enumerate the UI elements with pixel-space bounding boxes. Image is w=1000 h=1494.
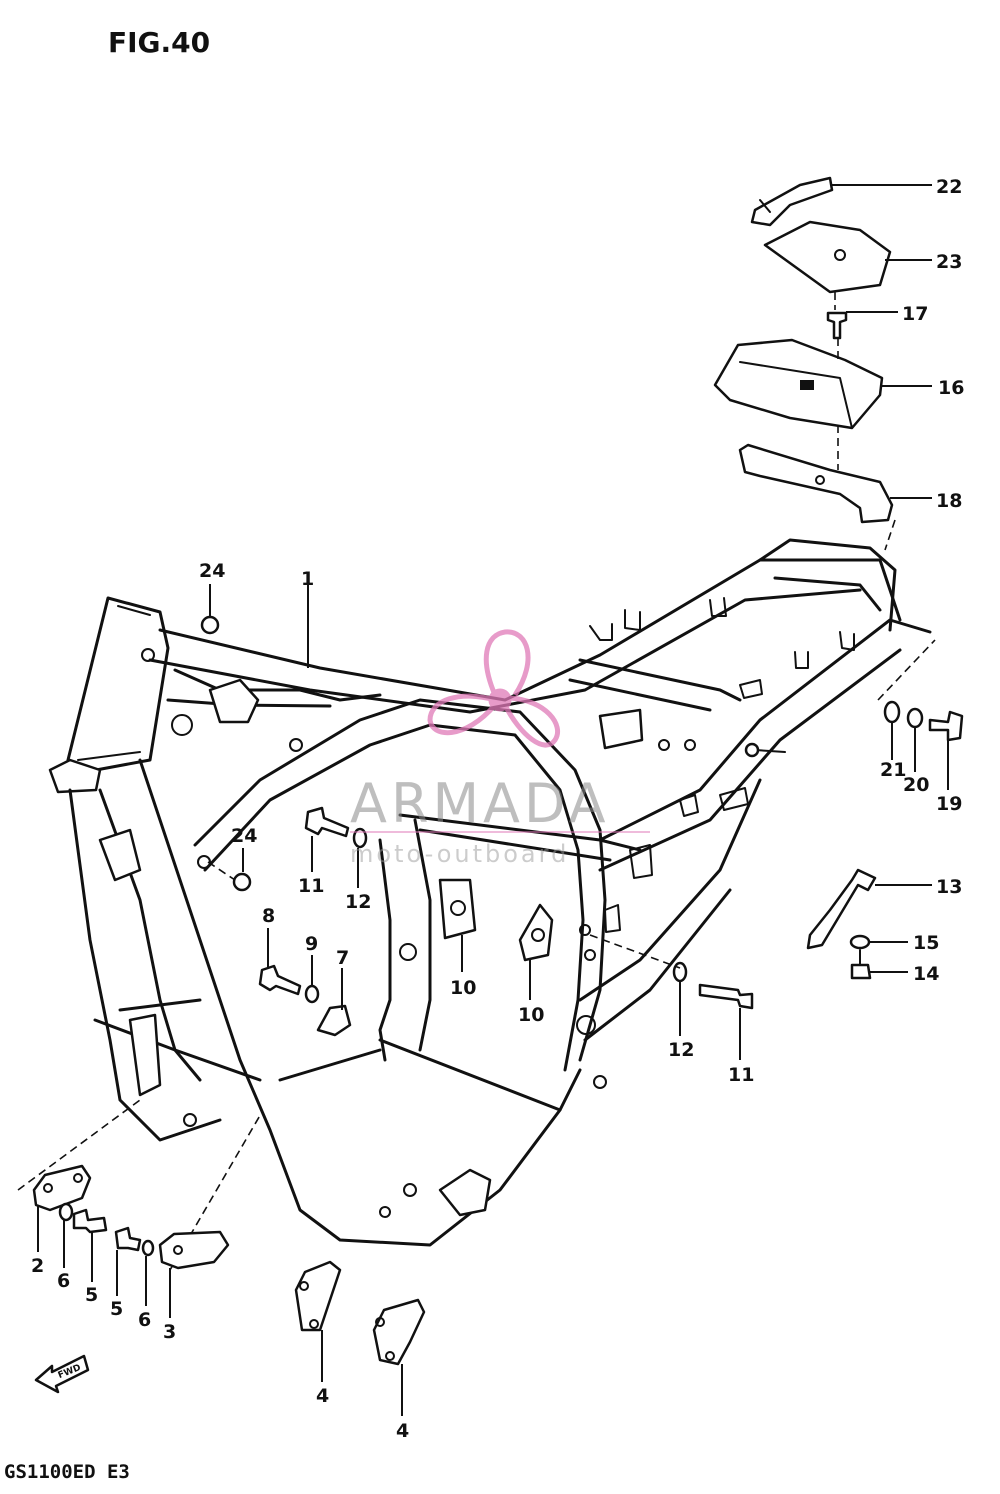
part-9-washer: [304, 984, 320, 1004]
callout-9: 9: [305, 933, 318, 955]
watermark: ARMADA moto-outboard: [350, 629, 650, 868]
part-4-plate-b: [372, 1298, 426, 1366]
right-side-parts: [589, 639, 964, 1010]
callout-13: 13: [936, 876, 962, 898]
watermark-sub: moto-outboard: [350, 840, 569, 868]
part-22-strap: [750, 176, 834, 227]
main-frame: [48, 538, 932, 1247]
part-19-bolt: [928, 710, 964, 742]
part-5-bolt-a: [72, 1208, 108, 1234]
leader-lines: [37, 184, 949, 1416]
callout-10-right: 10: [518, 1004, 544, 1026]
callout-5-a: 5: [85, 1284, 98, 1306]
part-15-washer: [849, 934, 871, 950]
part-20-nut: [906, 707, 924, 729]
forward-arrow-icon: FWD: [34, 1354, 90, 1394]
part-13-bracket: [806, 868, 877, 950]
callout-11-left: 11: [298, 875, 324, 897]
callout-24-mid: 24: [231, 825, 257, 847]
battery-holder-parts: [713, 176, 896, 551]
part-14-bolt: [850, 963, 872, 980]
center-parts: [200, 615, 368, 1004]
model-code: GS1100ED E3: [4, 1461, 130, 1483]
part-16-tray: [713, 338, 884, 430]
callout-2: 2: [31, 1255, 44, 1277]
callout-4-a: 4: [316, 1385, 329, 1407]
callout-6-a: 6: [57, 1270, 70, 1292]
callout-22: 22: [936, 176, 962, 198]
callout-18: 18: [936, 490, 962, 512]
callout-labels: 22 23 17 16 18 1 24 24 11 12 8 9 7 10 10…: [31, 176, 964, 1442]
callout-21: 21: [880, 759, 906, 781]
callout-16: 16: [938, 377, 964, 399]
part-8-bolt: [258, 964, 302, 996]
callout-14: 14: [913, 963, 939, 985]
callout-19: 19: [936, 793, 962, 815]
part-11-bolt-left: [304, 806, 350, 838]
callout-10-left: 10: [450, 977, 476, 999]
part-24-nut-top: [200, 615, 220, 635]
callout-7: 7: [336, 947, 349, 969]
propeller-logo-icon: [427, 629, 561, 748]
part-23-cover: [763, 220, 892, 294]
part-17-screw: [826, 311, 848, 340]
callout-8: 8: [262, 905, 275, 927]
engine-mount-parts: [17, 1099, 426, 1366]
callout-17: 17: [902, 303, 928, 325]
callout-15: 15: [913, 932, 939, 954]
callout-12-right: 12: [668, 1039, 694, 1061]
part-4-plate-a: [294, 1260, 342, 1332]
part-6-washer-b: [141, 1239, 155, 1257]
part-3-plate: [158, 1230, 230, 1270]
callout-23: 23: [936, 251, 962, 273]
callout-24-top: 24: [199, 560, 225, 582]
watermark-main: ARMADA: [350, 772, 610, 835]
part-6-washer-a: [58, 1202, 74, 1222]
part-18-bracket: [738, 443, 894, 524]
part-24-nut-mid: [232, 872, 252, 892]
callout-4-b: 4: [396, 1420, 409, 1442]
part-11-bolt-right: [698, 983, 754, 1010]
callout-3: 3: [163, 1321, 176, 1343]
callout-1: 1: [301, 568, 314, 590]
callout-6-b: 6: [138, 1309, 151, 1331]
callout-5-b: 5: [110, 1298, 123, 1320]
part-5-bolt-b: [114, 1226, 142, 1252]
part-12-washer-left: [352, 827, 368, 849]
figure-title: FIG.40: [108, 26, 210, 59]
part-21-washer: [883, 700, 901, 724]
callout-11-right: 11: [728, 1064, 754, 1086]
callout-20: 20: [903, 774, 929, 796]
callout-12-left: 12: [345, 891, 371, 913]
